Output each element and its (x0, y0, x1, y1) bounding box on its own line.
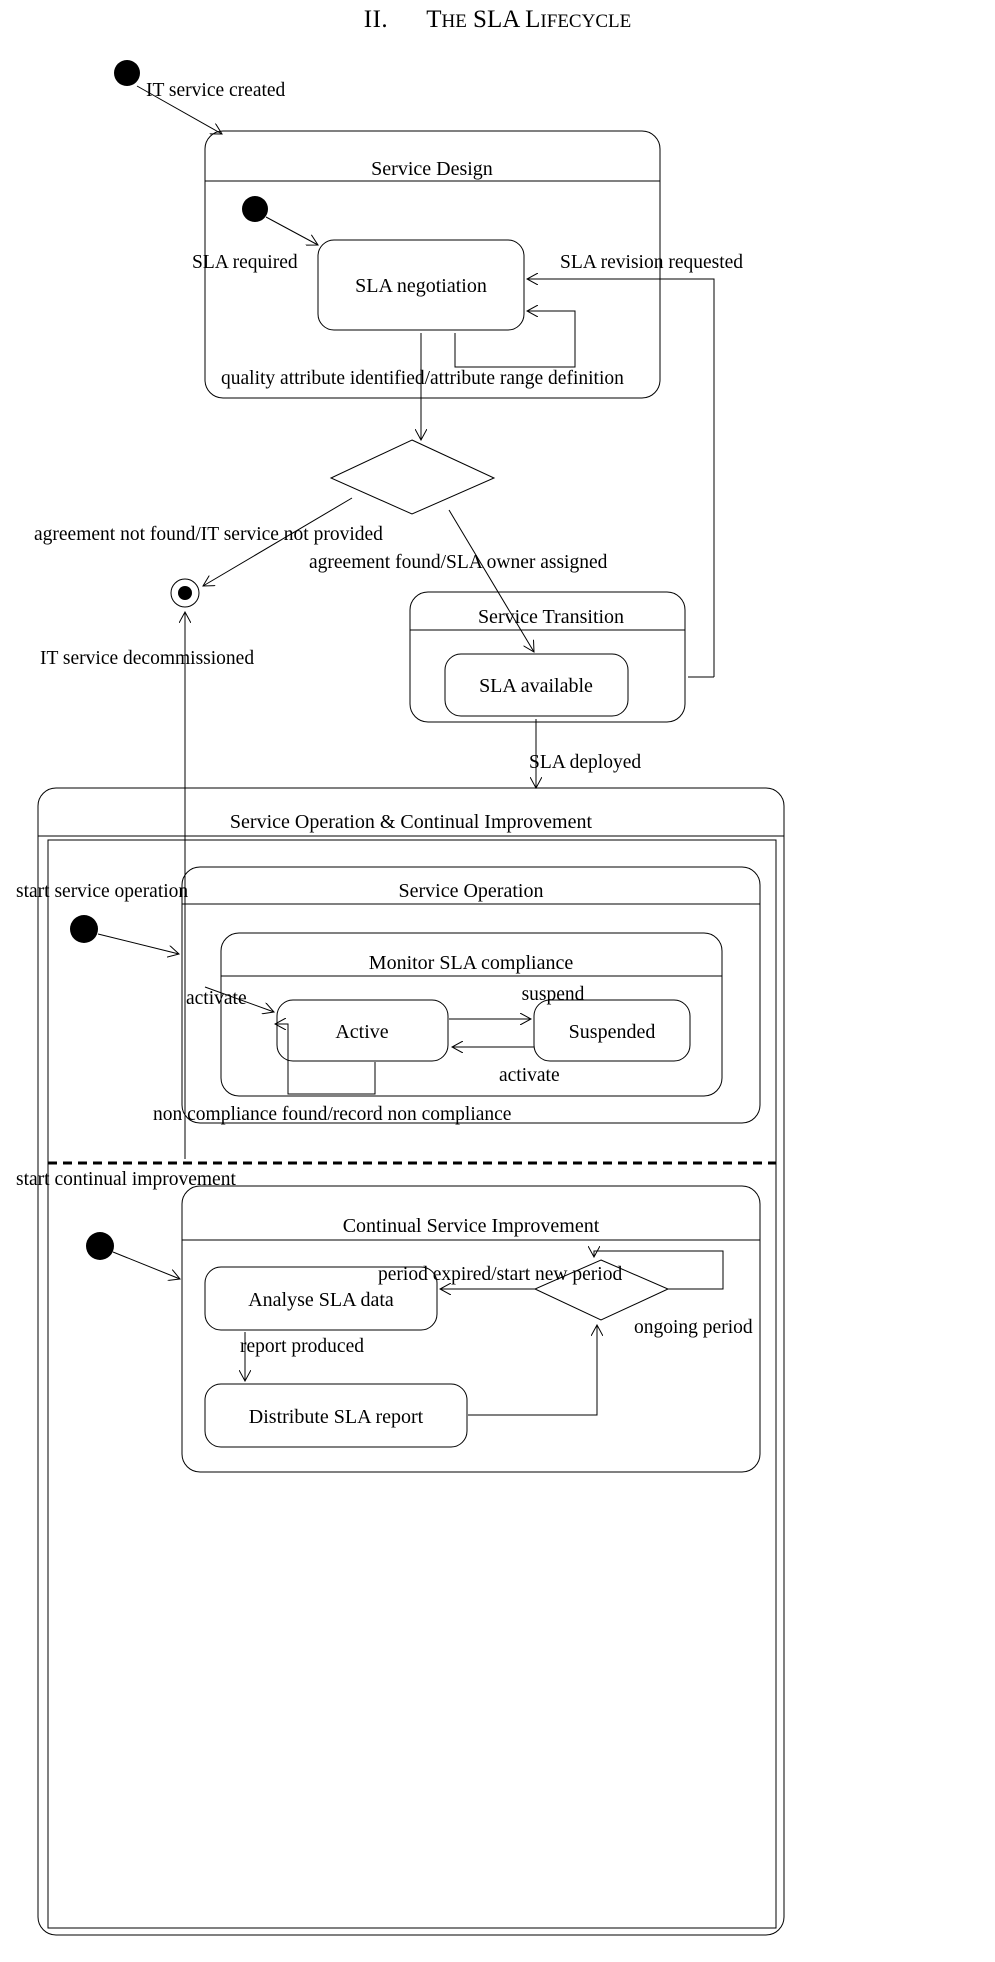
transition-choice-ongoing-self-loop (594, 1251, 724, 1290)
initial-state-service-design (242, 196, 268, 222)
transition-active-self-loop (275, 1024, 376, 1095)
service-design-label: Service Design (371, 158, 493, 180)
csi-label: Continual Service Improvement (343, 1215, 600, 1237)
choice-period (533, 1259, 670, 1321)
region-continual-service-improvement: Continual Service Improvement Analyse SL… (181, 1185, 761, 1473)
transition-label-it-service-decommissioned: IT service decommissioned (40, 648, 254, 669)
transition-label-activate-back: activate (499, 1065, 560, 1086)
transition-sla-negotiation-self-loop (454, 311, 576, 368)
transition-label-it-service-created: IT service created (146, 80, 286, 101)
transition-sla-revision-requested (527, 279, 715, 677)
state-distribute-sla-report (204, 1383, 468, 1448)
transition-label-agreement-found: agreement found/SLA owner assigned (309, 552, 608, 573)
region-service-operation-continual-improvement: Service Operation & Continual Improvemen… (37, 787, 785, 1936)
state-label-analyse-sla-data: Analyse SLA data (248, 1289, 394, 1311)
service-operation-frame (181, 866, 761, 1124)
state-active (276, 999, 449, 1062)
state-sla-negotiation (317, 239, 525, 331)
csi-frame (181, 1185, 761, 1473)
transition-choice-to-final (203, 497, 353, 586)
state-label-sla-negotiation: SLA negotiation (355, 275, 487, 297)
service-transition-label: Service Transition (478, 606, 624, 628)
initial-state-top (114, 60, 140, 86)
transition-label-suspend: suspend (522, 984, 585, 1005)
transition-label-sla-deployed: SLA deployed (529, 752, 641, 773)
final-state-inner (178, 586, 192, 600)
transition-initial-to-sla-negotiation (265, 216, 318, 245)
initial-state-service-operation (70, 915, 98, 943)
state-label-suspended: Suspended (569, 1021, 656, 1043)
final-state-outer (170, 578, 200, 608)
initial-state-continual-improvement (86, 1232, 114, 1260)
monitor-sla-compliance-label: Monitor SLA compliance (369, 952, 574, 974)
soci-frame (37, 787, 785, 1936)
transition-label-non-compliance: non compliance found/record non complian… (153, 1104, 511, 1125)
transition-label-quality-attribute: quality attribute identified/attribute r… (221, 368, 624, 389)
transition-distribute-to-choice (468, 1325, 597, 1416)
transition-label-activate-entry: activate (186, 988, 247, 1009)
region-service-transition: Service Transition SLA available (409, 591, 686, 723)
section-number: II. (363, 6, 389, 33)
state-analyse-sla-data (204, 1266, 438, 1331)
service-design-frame (204, 130, 661, 399)
transition-label-report-produced: report produced (240, 1336, 364, 1357)
monitor-sla-compliance-frame (220, 932, 723, 1097)
state-sla-available (444, 653, 629, 717)
transition-label-period-expired: period expired/start new period (378, 1264, 622, 1285)
service-transition-frame (409, 591, 686, 723)
transition-label-agreement-not-found: agreement not found/IT service not provi… (34, 524, 383, 545)
transition-initial-to-csi (112, 1251, 180, 1279)
transition-choice-to-sla-available (448, 509, 534, 652)
transition-monitor-entry-to-active (204, 986, 274, 1012)
section-title: THE SLA LIFECYCLE (426, 6, 632, 33)
transition-initial-to-service-design (136, 85, 222, 134)
state-label-active: Active (335, 1021, 388, 1043)
choice-agreement (329, 439, 496, 515)
soci-inner-frame (47, 839, 777, 1929)
region-service-design: Service Design (204, 130, 661, 399)
transition-label-start-service-operation: start service operation (16, 881, 188, 902)
state-suspended (533, 999, 691, 1062)
transition-label-start-continual-improvement: start continual improvement (16, 1169, 236, 1190)
service-operation-label: Service Operation (399, 880, 544, 902)
transition-initial-to-service-operation (97, 933, 179, 954)
soci-label: Service Operation & Continual Improvemen… (230, 811, 593, 833)
state-label-distribute-sla-report: Distribute SLA report (249, 1406, 424, 1428)
region-service-operation: Service Operation Monitor SLA compliance… (153, 866, 761, 1125)
final-state (170, 578, 200, 608)
transition-label-sla-revision-requested: SLA revision requested (560, 252, 743, 273)
transition-label-ongoing-period: ongoing period (634, 1317, 753, 1338)
transition-label-sla-required: SLA required (192, 252, 298, 273)
state-label-sla-available: SLA available (479, 675, 593, 697)
page-title: II. THE SLA LIFECYCLE (0, 6, 995, 34)
